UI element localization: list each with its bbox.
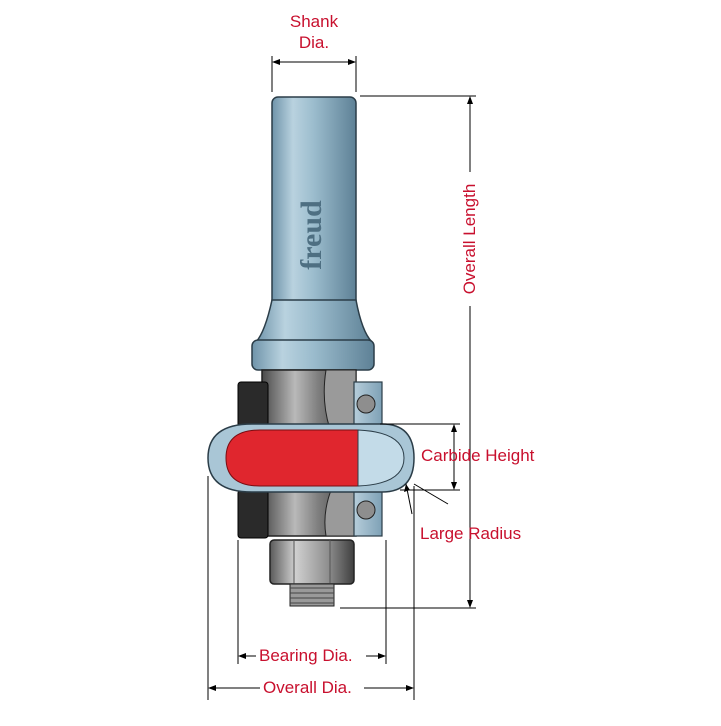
bearing-dia-label: Bearing Dia.: [259, 646, 353, 665]
nut-and-thread: [269, 539, 355, 607]
carbide-height-label: Carbide Height: [421, 446, 535, 465]
carbide-profile: [207, 423, 415, 493]
dimension-lines: [207, 56, 476, 700]
freud-logo: freud: [295, 200, 328, 270]
shank: [251, 96, 375, 371]
blade-plates: [353, 381, 383, 537]
lower-bearing: [237, 489, 269, 539]
overall-dia-label: Overall Dia.: [263, 678, 352, 697]
upper-bearing: [237, 381, 269, 429]
large-radius-label: Large Radius: [420, 524, 522, 543]
overall-length-label: Overall Length: [460, 183, 479, 295]
shank-dia-label-line1: Shank: [289, 12, 339, 31]
arrowheads: [208, 59, 473, 691]
shank-dia-label-line2: Dia.: [298, 33, 330, 52]
